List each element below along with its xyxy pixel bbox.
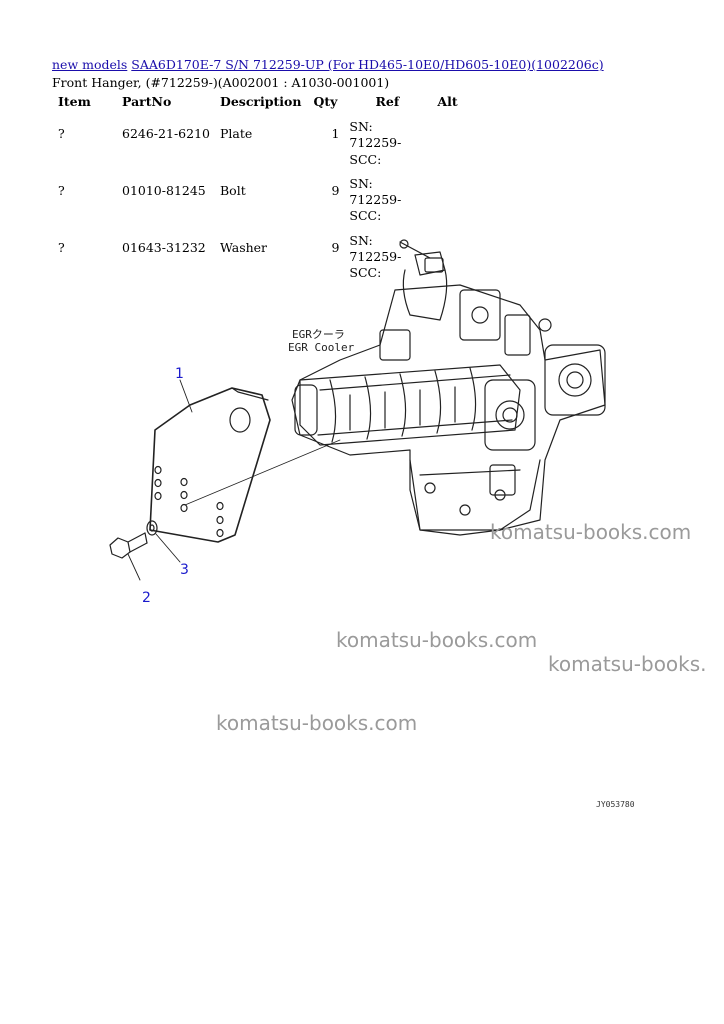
- callout-3: 3: [180, 562, 189, 578]
- col-qty: Qty: [313, 94, 338, 109]
- leader-2: [127, 553, 141, 581]
- watermark: komatsu-books.com: [216, 711, 418, 735]
- model-link[interactable]: SAA6D170E-7 S/N 712259-UP (For HD465-10E…: [131, 57, 604, 72]
- cell-qty: 9: [331, 239, 340, 255]
- bolt: [109, 532, 148, 559]
- col-partno: PartNo: [122, 94, 172, 109]
- col-item: Item: [58, 94, 91, 109]
- cell-alt: [431, 117, 463, 174]
- washer: [146, 520, 158, 536]
- cell-description: Plate: [219, 126, 253, 141]
- egr-label-jp: EGRクーラ: [292, 328, 345, 341]
- cell-partno: 6246-21-6210: [122, 126, 210, 141]
- exploded-view-drawing: 1 2 3 EGRクーラ EGR Cooler: [109, 239, 606, 606]
- callout-1: 1: [175, 366, 184, 382]
- egr-label-en: EGR Cooler: [288, 341, 355, 354]
- leader-1: [179, 379, 193, 413]
- parts-table: Item PartNo Description Qty Ref Alt ? 62…: [52, 92, 464, 287]
- leader-3: [155, 533, 181, 563]
- cell-alt: [431, 174, 463, 231]
- page-subtitle: Front Hanger, (#712259-)(A002001 : A1030…: [52, 75, 390, 90]
- egr-cooler-assembly: [291, 239, 606, 536]
- watermark: komatsu-books.com: [336, 628, 538, 652]
- table-row: ? 01010-81245 Bolt 9 SN: 712259-SCC:: [52, 174, 464, 231]
- col-ref: Ref: [375, 94, 400, 109]
- cell-qty: 1: [331, 126, 340, 141]
- figure-id: JY053780: [596, 800, 635, 809]
- cell-item: ?: [58, 239, 65, 255]
- cell-description: Bolt: [219, 182, 246, 198]
- table-row: ? 6246-21-6210 Plate 1 SN: 712259-SCC:: [52, 117, 464, 174]
- breadcrumb: new models SAA6D170E-7 S/N 712259-UP (Fo…: [52, 57, 604, 72]
- cell-ref: SN: 712259-SCC:: [349, 232, 402, 281]
- watermark: komatsu-books.com: [490, 520, 692, 544]
- col-description: Description: [219, 94, 302, 109]
- watermark: komatsu-books.: [548, 652, 707, 676]
- cell-description: Washer: [219, 239, 268, 255]
- guide-line: [184, 439, 341, 506]
- callout-2: 2: [142, 590, 151, 606]
- table-row: ? 01643-31232 Washer 9 SN: 712259-SCC:: [52, 231, 464, 288]
- cell-qty: 9: [331, 182, 340, 198]
- cell-ref: SN: 712259-SCC:: [349, 175, 402, 224]
- cell-partno: 01010-81245: [122, 182, 206, 198]
- col-alt: Alt: [437, 94, 458, 109]
- new-models-link[interactable]: new models: [52, 57, 128, 72]
- cell-ref: SN: 712259-SCC:: [349, 119, 402, 167]
- cell-partno: 01643-31232: [122, 239, 206, 255]
- table-header-row: Item PartNo Description Qty Ref Alt: [52, 92, 464, 117]
- cell-item: ?: [58, 182, 65, 198]
- hanger-plate: [149, 387, 271, 543]
- cell-item: ?: [58, 126, 65, 141]
